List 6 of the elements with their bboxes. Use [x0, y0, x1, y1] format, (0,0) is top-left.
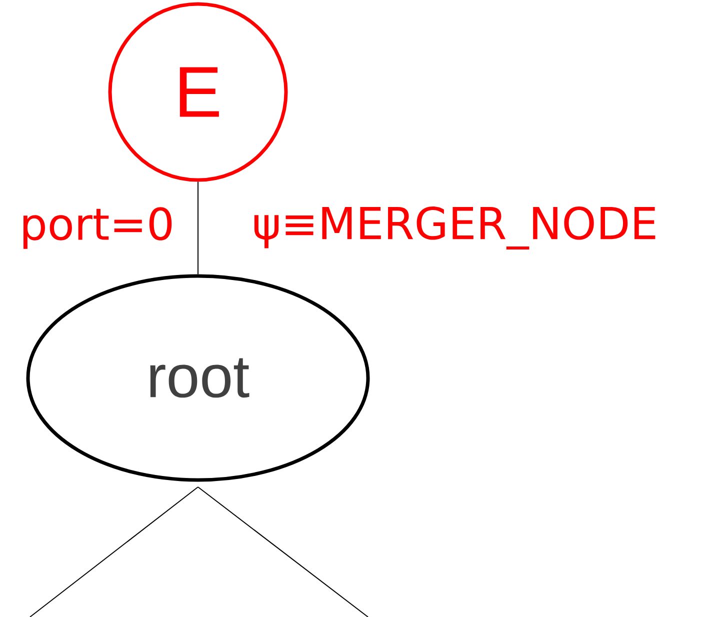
ellipse-node: root — [26, 274, 370, 482]
annotation-text: ψ≡MERGER_NODE — [254, 206, 656, 250]
connector-line — [198, 486, 368, 617]
connector-line — [30, 486, 198, 617]
annotation-text: port=0 — [23, 207, 172, 249]
circle-node: E — [108, 2, 288, 182]
